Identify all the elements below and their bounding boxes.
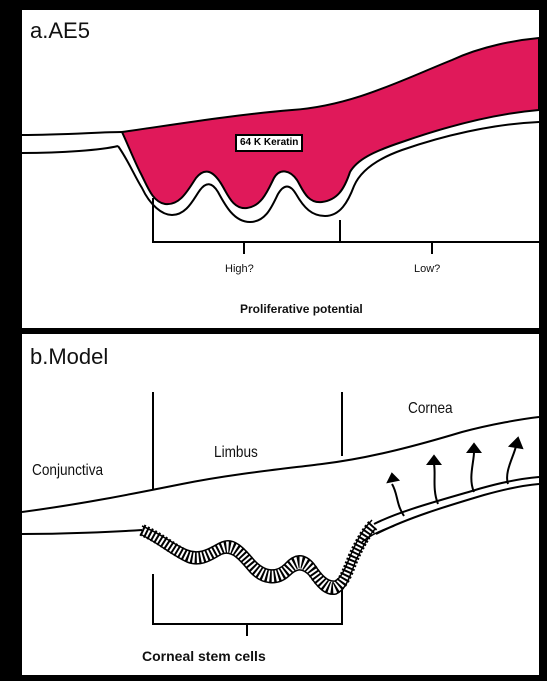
stem-cells-caption: Corneal stem cells [142, 648, 266, 664]
stem-cell-bracket [153, 574, 342, 636]
cornea-label: Cornea [408, 400, 453, 418]
surface-line [22, 132, 122, 135]
migration-path-outer [374, 477, 539, 524]
panel-model: b.Model Conjunctiva Limbus Cornea Cornea… [22, 334, 539, 675]
epithelium-base-left [22, 530, 142, 534]
stem-cell-band-outline-bottom [140, 528, 376, 594]
proliferative-caption: Proliferative potential [240, 302, 363, 316]
proliferation-bracket [153, 198, 539, 254]
ae5-epithelium-diagram [22, 10, 539, 328]
panel-title: a.AE5 [30, 18, 90, 44]
conjunctiva-label: Conjunctiva [32, 462, 103, 480]
panel-title: b.Model [30, 344, 108, 370]
keratin-stained-region [122, 38, 539, 208]
model-diagram [22, 334, 539, 675]
limbus-label: Limbus [214, 444, 258, 462]
surface-line-lower [22, 146, 118, 153]
low-label: Low? [414, 263, 440, 275]
panel-ae5: a.AE5 64 K Keratin High? Low? Proliferat… [22, 10, 539, 328]
high-label: High? [225, 263, 254, 275]
keratin-label: 64 K Keratin [235, 134, 303, 152]
